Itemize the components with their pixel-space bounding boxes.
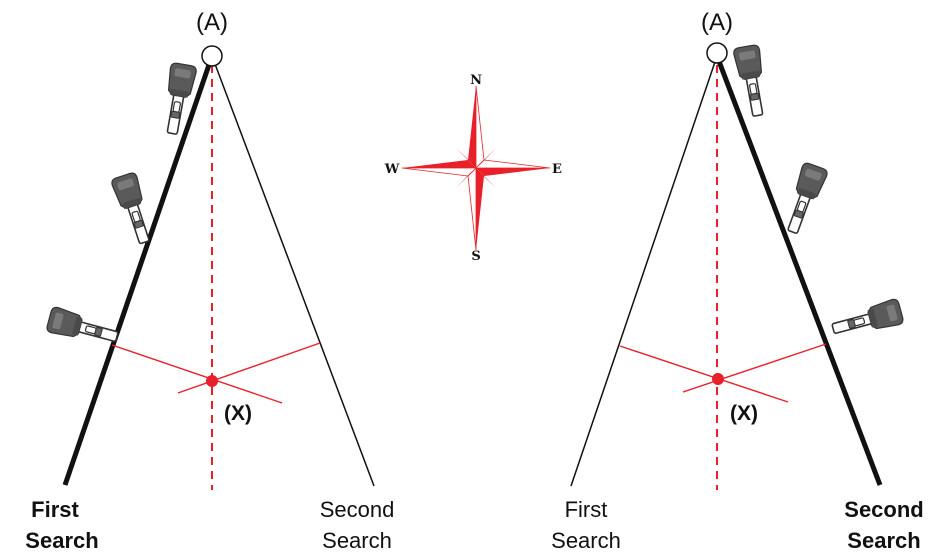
compass-north: N (470, 73, 482, 88)
second-search-label-line1: Second (844, 497, 923, 522)
bearing-line-1 (112, 345, 282, 403)
target-point-icon (712, 373, 724, 385)
first-search-label-line2: Search (551, 528, 621, 553)
detector-device-icon (159, 62, 197, 135)
second-search-label-line2: Search (322, 528, 392, 553)
detector-device-icon (830, 298, 904, 341)
first-search-label-line1: First (565, 497, 608, 522)
start-point-icon (707, 43, 727, 63)
compass-south: S (471, 249, 480, 264)
first-search-label-line2: Search (25, 528, 98, 553)
second-search-label-line2: Search (847, 528, 920, 553)
start-point-icon (202, 46, 222, 66)
compass-west: W (384, 162, 400, 177)
first-search-line (65, 56, 212, 485)
bearing-line-1 (620, 346, 788, 402)
compass-rose-icon: N S E W (384, 73, 562, 264)
second-search-label-line1: Second (320, 497, 395, 522)
bearing-line-2 (683, 344, 826, 392)
target-label: (X) (730, 402, 758, 425)
compass-east: E (552, 162, 562, 177)
detector-device-icon (780, 162, 828, 237)
target-point-icon (206, 375, 218, 387)
left-panel: (A) (X) First Search Second Search (25, 9, 394, 553)
detector-device-icon (46, 306, 120, 349)
bearing-line-2 (178, 343, 320, 393)
first-search-line (571, 56, 717, 486)
target-label: (X) (224, 402, 252, 425)
start-label: (A) (196, 9, 228, 36)
start-label: (A) (701, 9, 733, 36)
first-search-label-line1: First (31, 497, 79, 522)
right-panel: (A) (X) First Search Second Search (551, 9, 924, 553)
